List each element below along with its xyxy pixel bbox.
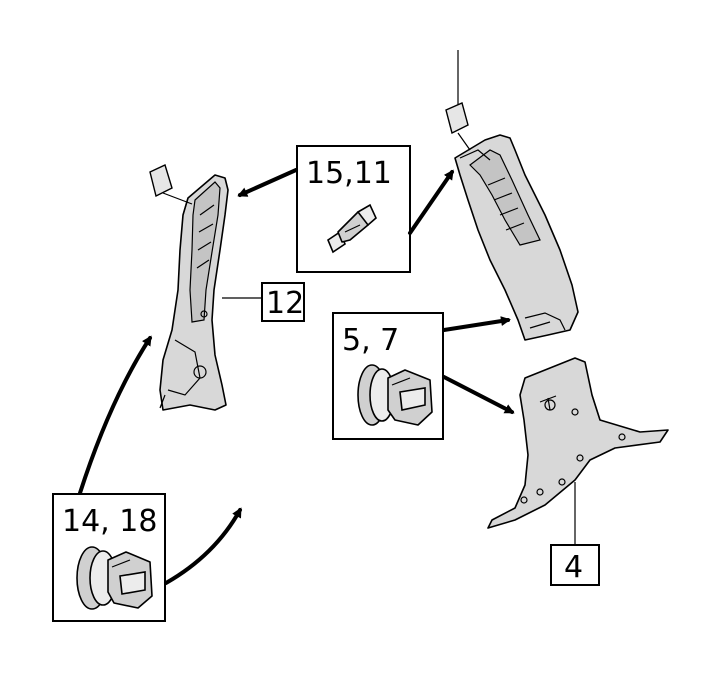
arrow-15-11-to-right-pillar [408,169,454,235]
clip-icon-5-7 [357,364,433,426]
callout-4: 4 [550,482,600,586]
callout-5-7-label: 5, 7 [342,323,399,358]
callout-5-7: 5, 7 [332,312,444,440]
arrow-14-18-to-left-pillar [78,335,152,495]
arrow-5-7-to-lower-pillar [442,375,515,414]
callout-12: 12 [222,282,305,322]
left-pillar-trim [159,174,229,411]
callout-15-11-label: 15,11 [306,156,392,191]
left-pillar-clip-tag [149,164,193,205]
right-upper-pillar-trim [454,134,579,341]
callout-12-label: 12 [266,286,304,321]
right-lower-pillar-trim [487,357,669,529]
callout-15-11: 15,11 [296,145,411,273]
callout-4-label: 4 [564,550,583,585]
callout-14-18-label: 14, 18 [62,504,157,539]
arrows [78,168,515,585]
arrow-5-7-to-upper-pillar [442,316,511,332]
clip-icon-small [327,203,377,254]
clip-icon-14-18 [76,546,153,610]
callout-14-18: 14, 18 [52,493,166,622]
right-pillar-clip-tag [445,50,471,151]
arrow-15-11-to-left-pillar [237,168,298,197]
arrow-14-18-to-right [164,507,242,585]
